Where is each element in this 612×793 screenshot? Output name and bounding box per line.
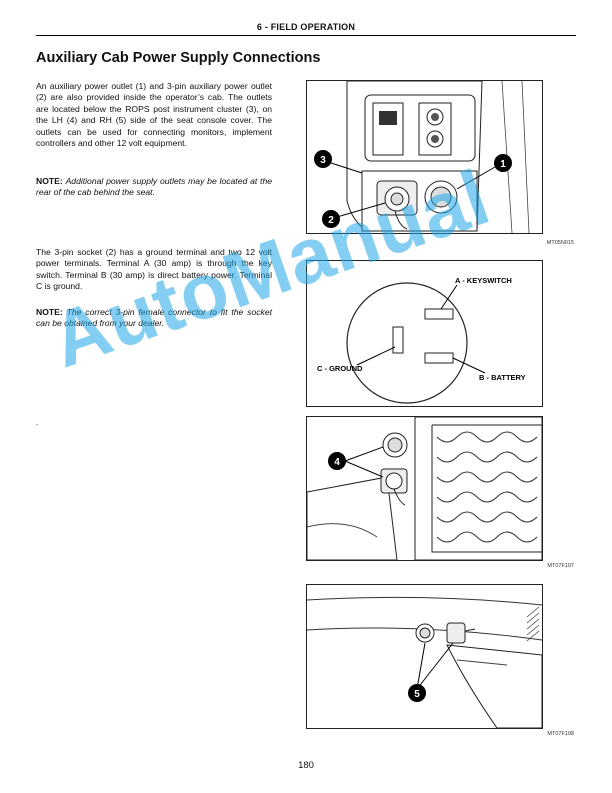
callout-3-marker (314, 150, 332, 168)
figure-rh-outlets: 5 (306, 584, 543, 729)
figure-3-caption: MT07F107 (547, 563, 574, 569)
callout-5: 5 (414, 689, 420, 700)
page-title: Auxiliary Cab Power Supply Connections (36, 50, 321, 66)
rh-outlets-illustration: 5 (307, 596, 542, 728)
figure-lh-outlets: 4 (306, 416, 543, 561)
outlets-cluster-illustration: 3 1 2 (314, 81, 530, 233)
label-c-ground: C - GROUND (317, 364, 363, 373)
socket-paragraph: The 3-pin socket (2) has a ground termin… (36, 247, 272, 292)
callout-3: 3 (320, 155, 326, 166)
section-header: 6 - FIELD OPERATION (256, 22, 356, 32)
note-2: NOTE: The correct 3-pin female connector… (36, 307, 272, 330)
label-b-battery: B - BATTERY (479, 373, 526, 382)
note-1-label: NOTE: (36, 176, 63, 186)
stray-mark: . (36, 418, 39, 427)
page-number: 180 (298, 760, 314, 771)
figure-socket-diagram: A - KEYSWITCH B - BATTERY C - GROUND (306, 260, 543, 407)
callout-4: 4 (334, 457, 340, 468)
label-a-keyswitch: A - KEYSWITCH (455, 276, 512, 285)
callout-2-marker (322, 210, 340, 228)
note-2-text: The correct 3-pin female connector to fi… (36, 307, 273, 329)
figure-4-caption: MT07F108 (547, 731, 574, 737)
callout-1-marker (494, 154, 512, 172)
callout-1: 1 (500, 159, 506, 170)
callout-4-marker (328, 452, 346, 470)
lh-outlets-illustration: 4 (307, 417, 542, 560)
note-1-text: Additional power supply outlets may be l… (36, 176, 272, 198)
note-2-label: NOTE: (36, 307, 63, 317)
figure-1-caption: MT05N015 (546, 240, 574, 246)
intro-paragraph: An auxiliary power outlet (1) and 3-pin … (36, 81, 272, 149)
header-rule (36, 35, 576, 36)
note-1: NOTE: Additional power supply outlets ma… (36, 176, 272, 199)
callout-2: 2 (328, 215, 334, 226)
socket-diagram: A - KEYSWITCH B - BATTERY C - GROUND (317, 276, 526, 404)
callout-5-marker (408, 684, 426, 702)
figure-outlets-cluster: 3 1 2 (306, 80, 543, 234)
